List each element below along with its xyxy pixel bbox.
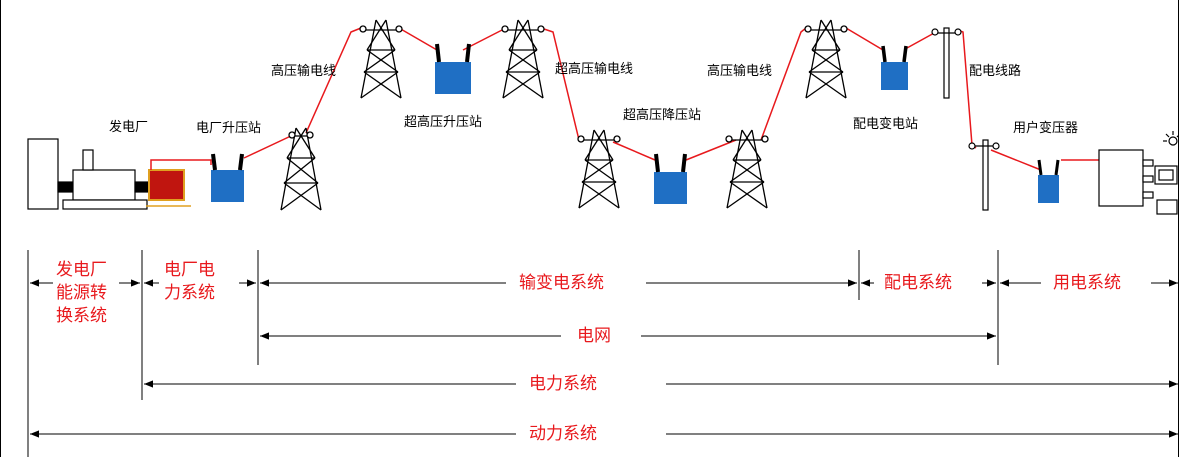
label-power-plant: 发电厂 bbox=[109, 120, 149, 135]
pylon-5 bbox=[725, 129, 769, 209]
pylons bbox=[280, 19, 848, 211]
label-distribution-line: 配电线路 bbox=[969, 64, 1022, 79]
label-ehv-step-down-station: 超高压降压站 bbox=[623, 108, 702, 123]
label-hv-line-1: 高压输电线 bbox=[271, 64, 337, 79]
system-electric-power: 电力系统 bbox=[523, 373, 603, 395]
system-distribution: 配电系统 bbox=[878, 272, 958, 294]
generator-box bbox=[148, 169, 185, 201]
transmission-lines bbox=[243, 27, 1101, 171]
label-user-transformer: 用户变压器 bbox=[1013, 121, 1079, 136]
label-plant-step-up-station: 电厂升压站 bbox=[196, 121, 262, 136]
system-transmission: 输变电系统 bbox=[513, 272, 610, 294]
pylon-1 bbox=[280, 127, 322, 211]
transformer-icons bbox=[211, 43, 1060, 204]
system-grid: 电网 bbox=[571, 325, 617, 347]
label-distribution-substation: 配电变电站 bbox=[853, 117, 919, 132]
generator-unit bbox=[27, 138, 150, 210]
ranges bbox=[27, 250, 1178, 457]
system-plant-electrical: 电厂电 力系统 bbox=[164, 259, 215, 305]
pylon-4 bbox=[577, 129, 621, 209]
pylon-2 bbox=[359, 19, 403, 99]
pylon-6 bbox=[804, 19, 848, 99]
label-ehv-step-up-station: 超高压升压站 bbox=[404, 115, 483, 130]
system-consumption: 用电系统 bbox=[1047, 272, 1127, 294]
distribution-poles bbox=[931, 27, 1000, 211]
pylon-3 bbox=[501, 19, 545, 99]
system-power: 动力系统 bbox=[523, 423, 603, 445]
system-plant-energy-conversion: 发电厂 能源转 换系统 bbox=[56, 259, 107, 328]
label-hv-line-2: 高压输电线 bbox=[707, 64, 773, 79]
consumer-load bbox=[1098, 131, 1179, 215]
label-ehv-line: 超高压输电线 bbox=[555, 62, 634, 77]
